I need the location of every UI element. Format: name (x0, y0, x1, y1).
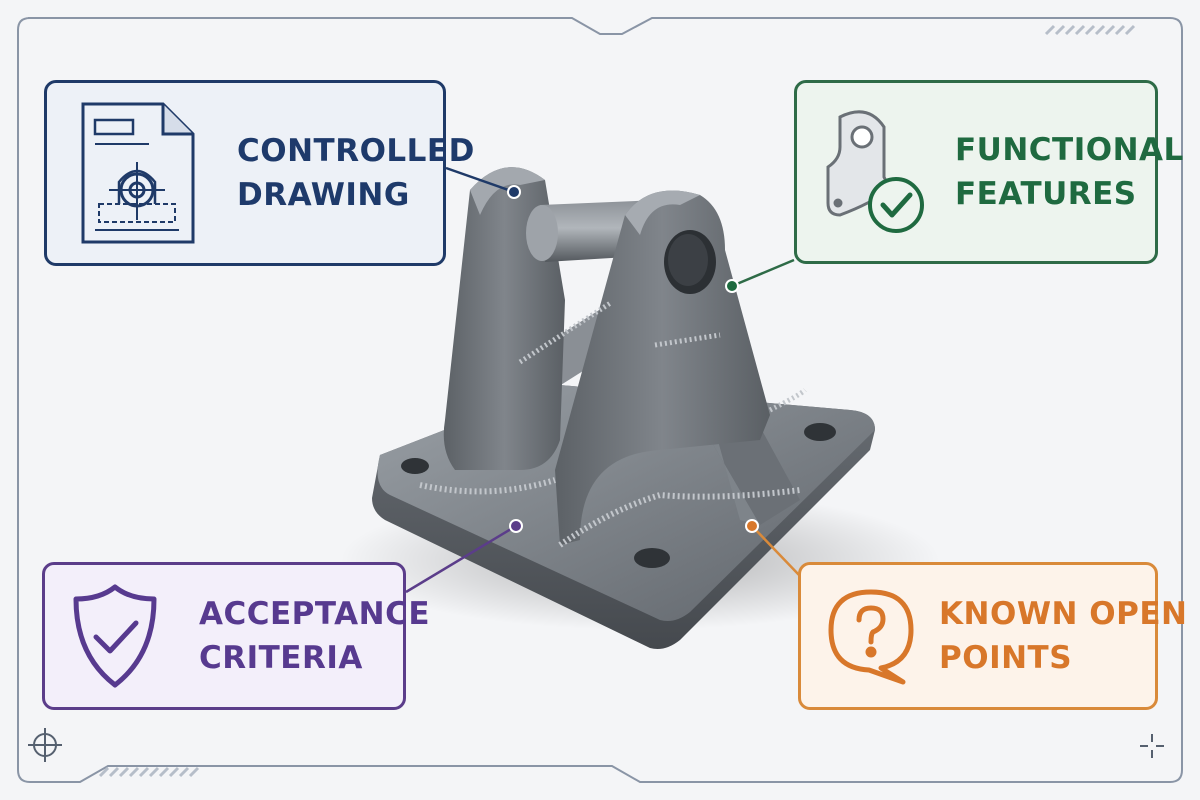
connector-drawing (445, 166, 521, 199)
connector-acceptance (405, 519, 523, 594)
callout-label: CONTROLLED DRAWING (237, 129, 475, 217)
callout-functional-features: FUNCTIONAL FEATURES (794, 80, 1183, 264)
question-bubble-icon (821, 576, 921, 696)
callout-controlled-drawing: CONTROLLED DRAWING (44, 80, 474, 266)
callout-label: FUNCTIONAL FEATURES (955, 128, 1184, 216)
welded-steel-bracket (340, 167, 940, 649)
connector-features (725, 258, 795, 293)
label-line: ACCEPTANCE (199, 596, 430, 632)
crosshair-icon (28, 728, 62, 762)
frame (17, 17, 1183, 783)
callout-known-open-points: KNOWN OPEN POINTS (798, 562, 1187, 710)
frame-hatch-bottom (98, 766, 200, 778)
crosshair-icon (1140, 734, 1164, 758)
label-line: POINTS (939, 640, 1073, 676)
label-line: KNOWN OPEN (939, 596, 1188, 632)
connector-openpoints (745, 519, 801, 577)
shield-check-icon (65, 576, 165, 696)
frame-hatch-top (1044, 24, 1136, 36)
label-line: FEATURES (955, 176, 1137, 212)
callout-acceptance-criteria: ACCEPTANCE CRITERIA (42, 562, 430, 710)
technical-drawing-icon (67, 93, 207, 253)
bracket-checkmark-icon (815, 97, 935, 247)
callout-label: KNOWN OPEN POINTS (939, 592, 1187, 680)
label-line: FUNCTIONAL (955, 132, 1184, 168)
label-line: CONTROLLED (237, 133, 475, 169)
callout-label: ACCEPTANCE CRITERIA (199, 592, 430, 680)
label-line: CRITERIA (199, 640, 363, 676)
label-line: DRAWING (237, 177, 410, 213)
